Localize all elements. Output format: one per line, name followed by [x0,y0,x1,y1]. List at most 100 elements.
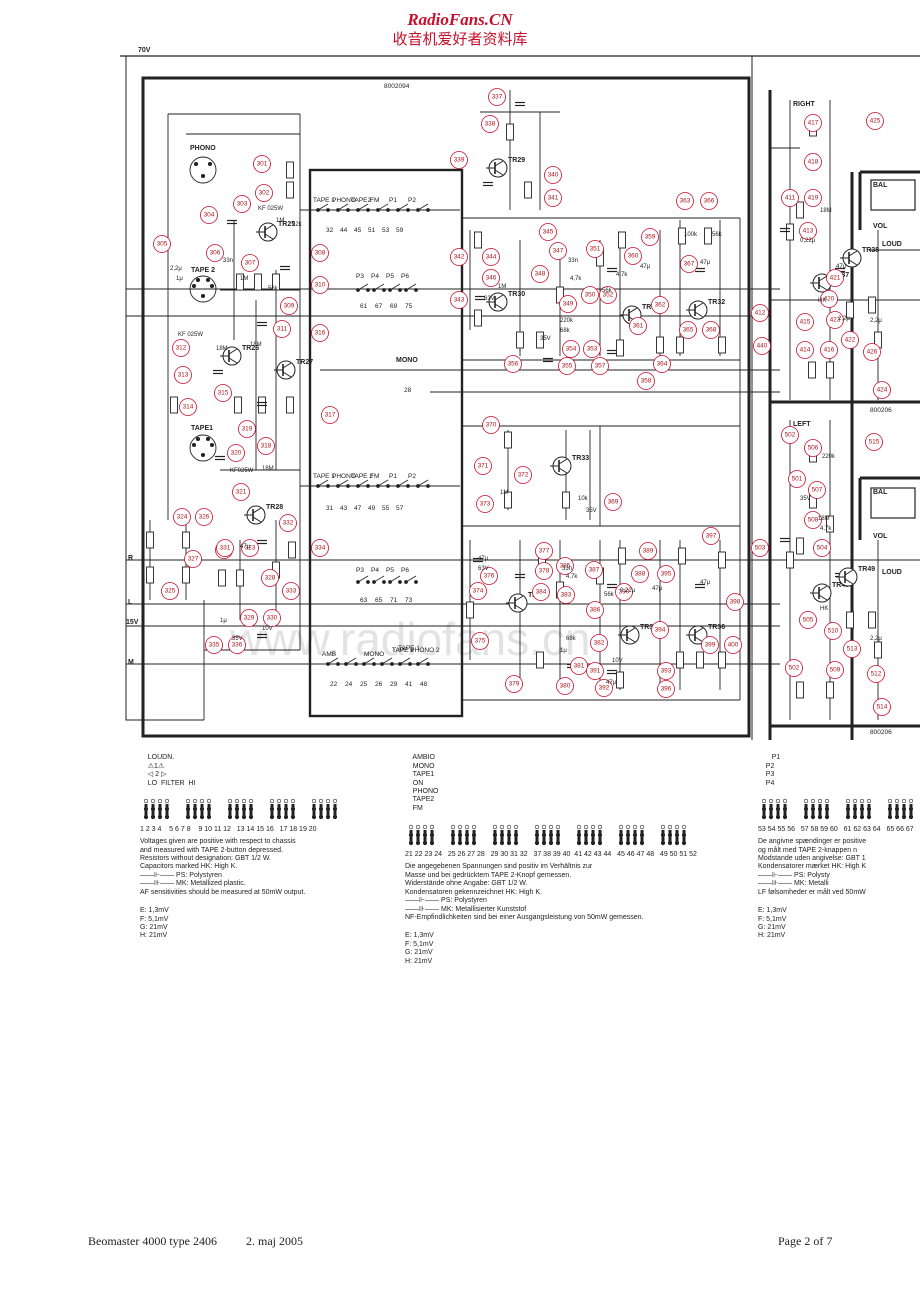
ref-marker-label: 417 [808,120,819,127]
resistor [678,547,686,565]
ref-marker: 366 [700,192,718,210]
ref-marker: 399 [701,636,719,654]
resistor [846,301,854,319]
ref-marker: 358 [637,372,655,390]
ref-marker-label: 423 [830,317,841,324]
sens-f: F: 5,1mV [758,915,787,923]
ref-marker-label: 389 [643,548,654,555]
switch-label: TAPE2 [351,197,371,204]
ref-marker-label: 338 [485,121,496,128]
transistor: TR27 [274,359,313,380]
transistor-label: TR25 [278,221,295,228]
ref-marker: 313 [174,366,192,384]
ref-marker: 338 [481,115,499,133]
legend-bar [818,804,822,817]
switch-blade [405,283,417,291]
switch-label: 43 [340,505,348,512]
tape1-label: TAPE1 [191,425,213,432]
switch-contact [382,288,386,292]
switch-contact [390,662,394,666]
phono-label: PHONO [190,145,216,152]
switch-blade [317,203,329,211]
ref-marker-label: 341 [548,195,559,202]
legend-note: and measured with TAPE 2-button depresse… [140,846,283,854]
legend-dot [887,799,893,804]
legend-de-group: TAPE1 [412,771,435,779]
switch-label: 63 [360,597,368,604]
ref-marker-label: 350 [585,292,596,299]
ref-marker-label: 424 [877,387,888,394]
ref-marker: 355 [558,357,576,375]
ref-marker: 394 [651,621,669,639]
transistor: TR30 [486,291,525,312]
component-value: 18M [250,342,262,348]
switch-blade [373,283,385,291]
legend-en-group: ◁ 2 ▷ [147,771,167,779]
capacitor [607,349,617,355]
legend-dot [618,824,624,829]
resistor [796,201,804,219]
legend-dot [457,824,463,829]
ref-marker: 378 [535,562,553,580]
legend-bar [626,829,630,842]
switch-blade [373,575,385,583]
transistor: TR35 [618,624,657,645]
sens-g: G: 21mV [758,923,786,931]
capacitor [257,539,267,545]
ref-marker: 354 [562,340,580,358]
resistor [796,537,804,555]
legend-dot [775,799,781,804]
tape2-connector [189,275,217,303]
resistor [868,296,876,314]
switch-label: P3 [356,273,364,280]
ref-marker-label: 360 [628,253,639,260]
ref-marker-label: 422 [845,337,856,344]
side-label-m: M [128,659,134,666]
ref-marker: 384 [532,583,550,601]
legend-bar [867,804,871,817]
ref-marker: 387 [585,561,603,579]
ref-marker: 308 [311,244,329,262]
ref-marker: 381 [570,657,588,675]
ref-marker: 513 [843,640,861,658]
ref-marker-label: 508 [808,517,819,524]
legend-dot [199,799,205,804]
ref-marker: 419 [804,189,822,207]
resistor [618,231,626,249]
resistor [146,566,154,584]
ref-marker: 392 [595,679,613,697]
switch-blade [417,203,429,211]
ref-marker-label: 330 [267,615,278,622]
ref-marker: 346 [482,269,500,287]
legend-bar [591,829,595,842]
ref-marker-label: 326 [199,514,210,521]
legend-bar [811,804,815,817]
component-value: 1μ [220,618,227,624]
legend-bar [144,804,148,817]
component-value: 47μ [478,556,489,562]
legend-dot [248,799,254,804]
switch-label: TAPE 1 [313,473,335,480]
ref-marker: 423 [826,311,844,329]
switch-label: 75 [405,303,413,310]
ref-marker-label: 312 [176,345,187,352]
switch-label: 32 [326,227,334,234]
component-value: 68k [560,328,571,334]
switch-label: TAPE 2 [351,473,373,480]
component-value: 4,7k [566,574,578,580]
resistor [826,515,834,533]
ref-marker-label: 377 [539,548,550,555]
resistor [718,651,726,669]
ref-marker-label: 392 [599,685,610,692]
component-value: 2,2μ [870,636,882,642]
legend-bar [319,804,323,817]
footer-page: Page 2 of 7 [778,1234,833,1248]
legend-bar [465,829,469,842]
capacitor [227,219,237,225]
legend-dot [429,824,435,829]
tape-label: TAPE 1 [398,645,420,652]
legend-note: Resistors without designation: GBT 1/2 W… [140,855,271,863]
ref-marker: 365 [679,321,697,339]
site-name[interactable]: RadioFans.CN [407,10,513,29]
switch-label: 24 [345,681,353,688]
